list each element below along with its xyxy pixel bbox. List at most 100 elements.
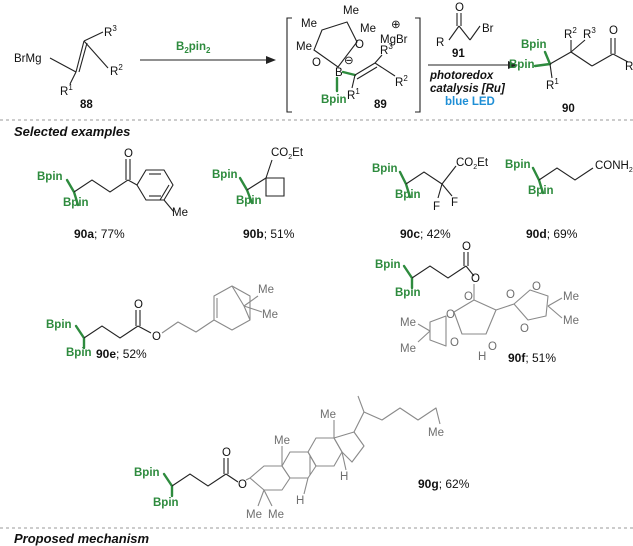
bpin-label: Bpin [372, 163, 398, 175]
methyl-label: Me [563, 315, 579, 327]
oxygen-label: O [222, 447, 231, 459]
oxygen-label-2: O [312, 57, 321, 69]
methyl-label: Me [268, 509, 284, 521]
hydrogen-label: H [340, 471, 348, 483]
fluorine-label: F [433, 201, 440, 213]
oxygen-label: O [462, 241, 471, 253]
oxygen-label: O [134, 299, 143, 311]
methyl-label: Me [246, 509, 262, 521]
oxygen-label: O [471, 273, 480, 285]
bpin-label: Bpin [153, 497, 179, 509]
bpin-label: Bpin [505, 159, 531, 171]
oxygen-label: O [152, 331, 161, 343]
bpin-label: Bpin [395, 287, 421, 299]
boronate-charge: ⊖ [344, 55, 354, 67]
oxygen-label-91: O [455, 2, 464, 14]
brmg-label: BrMg [14, 53, 41, 65]
r2-label-90: R2 [564, 26, 577, 41]
example-90g: Bpin Bpin O O Me Me Me Me H H Me 90g; 62… [134, 395, 470, 521]
br-label-91: Br [482, 23, 494, 35]
oxygen-label: O [446, 309, 455, 321]
methyl-label: Me [172, 207, 188, 219]
methyl-label: Me [400, 317, 416, 329]
methyl-label: Me [274, 435, 290, 447]
r2-label-89: R2 [395, 74, 408, 89]
r1-label: R1 [60, 83, 73, 98]
caption-90a: 90a; 77% [74, 227, 125, 241]
r2-label: R2 [110, 63, 123, 78]
conh2-label: CONH2 [595, 160, 633, 174]
fluorine-label: F [451, 197, 458, 209]
mgbr-counterion: MgBr [380, 34, 408, 46]
compound-90-number: 90 [562, 103, 575, 115]
methyl-label-4: Me [360, 23, 376, 35]
oxygen-label-ring: O [532, 281, 541, 293]
methyl-label: Me [258, 284, 274, 296]
example-90b: Bpin Bpin CO2Et 90b; 51% [212, 147, 304, 241]
b2pin2-reagent: B2pin2 [176, 41, 211, 55]
oxygen-label: O [488, 341, 497, 353]
boron-atom-label: B [335, 67, 343, 79]
bpin-label: Bpin [236, 195, 262, 207]
hydrogen-label: H [478, 351, 486, 363]
bpin-label: Bpin [212, 169, 238, 181]
intermediate-89: Me Me Me Me O O B ⊖ ⊕ MgBr Bpin R3 R2 R1… [286, 5, 421, 113]
compound-88-number: 88 [80, 99, 93, 111]
r-label-90: R [625, 61, 633, 73]
hydrogen-label: O [464, 291, 473, 303]
conditions-line1: photoredox [429, 70, 494, 82]
methyl-label: Me [320, 409, 336, 421]
r1-label-89: R1 [347, 87, 360, 102]
r3-label-90: R3 [583, 26, 596, 41]
oxygen-label-90: O [609, 25, 618, 37]
bpin-left-label: Bpin [509, 59, 535, 71]
caption-90e: 90e; 52% [96, 347, 147, 361]
second-arrow: O R Br 91 photoredox catalysis [Ru] blue… [428, 2, 518, 108]
methyl-label: Me [400, 343, 416, 355]
hydrogen-label: O [506, 289, 515, 301]
caption-90c: 90c; 42% [400, 227, 451, 241]
example-90e: Bpin Bpin O O Me Me 90e; 52% [46, 284, 278, 361]
caption-90f: 90f; 51% [508, 351, 556, 365]
conditions-line2: catalysis [Ru] [430, 83, 506, 95]
co2et-label: CO2Et [271, 147, 304, 161]
selected-examples-heading: Selected examples [14, 124, 130, 139]
bpin-label: Bpin [395, 189, 421, 201]
example-90f: Bpin Bpin O O O O O Me Me H O O O O Me M… [375, 241, 579, 365]
bpin-label: Bpin [46, 319, 72, 331]
proposed-mechanism-heading: Proposed mechanism [14, 531, 150, 546]
r3-label-89: R3 [380, 42, 393, 57]
example-90d: Bpin Bpin CONH2 90d; 69% [505, 159, 633, 241]
bpin-label: Bpin [63, 197, 89, 209]
compound-91-number: 91 [452, 48, 465, 60]
oxygen-label: O [124, 148, 133, 160]
methyl-label-2: Me [343, 5, 359, 17]
caption-90d: 90d; 69% [526, 227, 578, 241]
methyl-label: Me [262, 309, 278, 321]
bpin-label: Bpin [37, 171, 63, 183]
oxygen-label: O [238, 479, 247, 491]
methyl-label: Me [428, 427, 444, 439]
product-90: Bpin Bpin R2 R3 R1 O R 90 [509, 25, 633, 115]
r3-label: R3 [104, 24, 117, 39]
example-90a: Bpin Bpin O Me 90a; 77% [37, 148, 188, 241]
bpin-label: Bpin [528, 185, 554, 197]
example-90c: Bpin Bpin CO2Et F F 90c; 42% [372, 157, 489, 241]
bpin-label: Bpin [66, 347, 92, 359]
reactant-88: BrMg R3 R2 R1 88 [14, 24, 123, 111]
caption-90g: 90g; 62% [418, 477, 470, 491]
oxygen-label: O [450, 337, 459, 349]
hydrogen-label: H [296, 495, 304, 507]
methyl-label-1: Me [301, 18, 317, 30]
first-arrow: B2pin2 [140, 41, 276, 64]
caption-90b: 90b; 51% [243, 227, 295, 241]
blue-led-label: blue LED [445, 96, 495, 108]
bpin-on-boron: Bpin [321, 94, 347, 106]
r-label-91: R [436, 37, 444, 49]
counterion-charge: ⊕ [391, 19, 401, 31]
methyl-label-3: Me [296, 41, 312, 53]
bpin-label: Bpin [375, 259, 401, 271]
bpin-label: Bpin [134, 467, 160, 479]
compound-89-number: 89 [374, 99, 387, 111]
